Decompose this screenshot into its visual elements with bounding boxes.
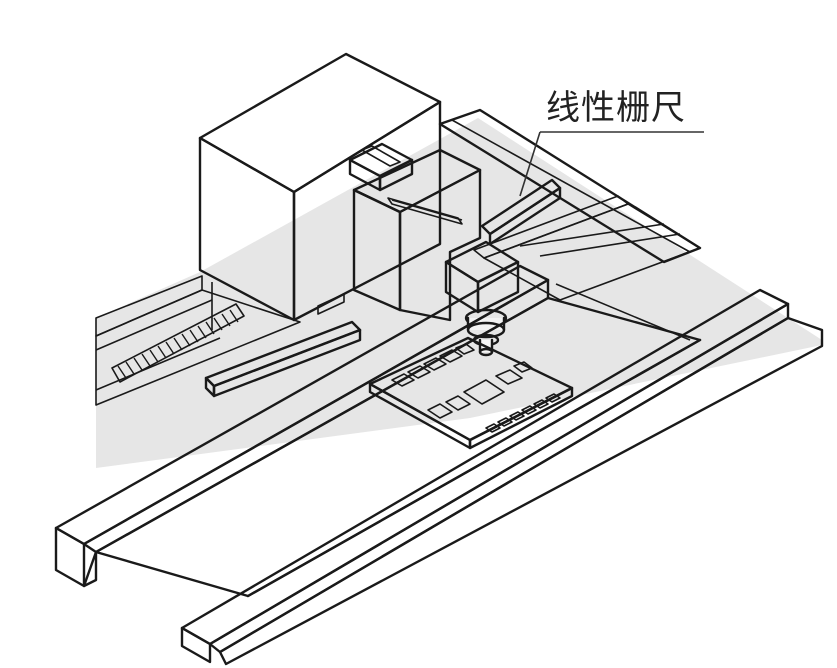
front-rail-left <box>54 264 702 598</box>
rear-rail <box>438 108 702 301</box>
linear-scale-strip <box>204 178 562 398</box>
base-housing <box>95 275 301 406</box>
front-rail-right <box>180 288 824 666</box>
pcb-board <box>368 336 574 450</box>
ball-screw <box>111 303 245 383</box>
callout-leader <box>519 131 704 197</box>
carriage <box>352 148 482 322</box>
pick-head <box>444 240 520 357</box>
linear-scale-label: 线性栅尺 <box>546 88 686 128</box>
gantry-block <box>198 52 442 322</box>
shadow-area <box>96 118 822 468</box>
top-fixture <box>348 142 414 192</box>
